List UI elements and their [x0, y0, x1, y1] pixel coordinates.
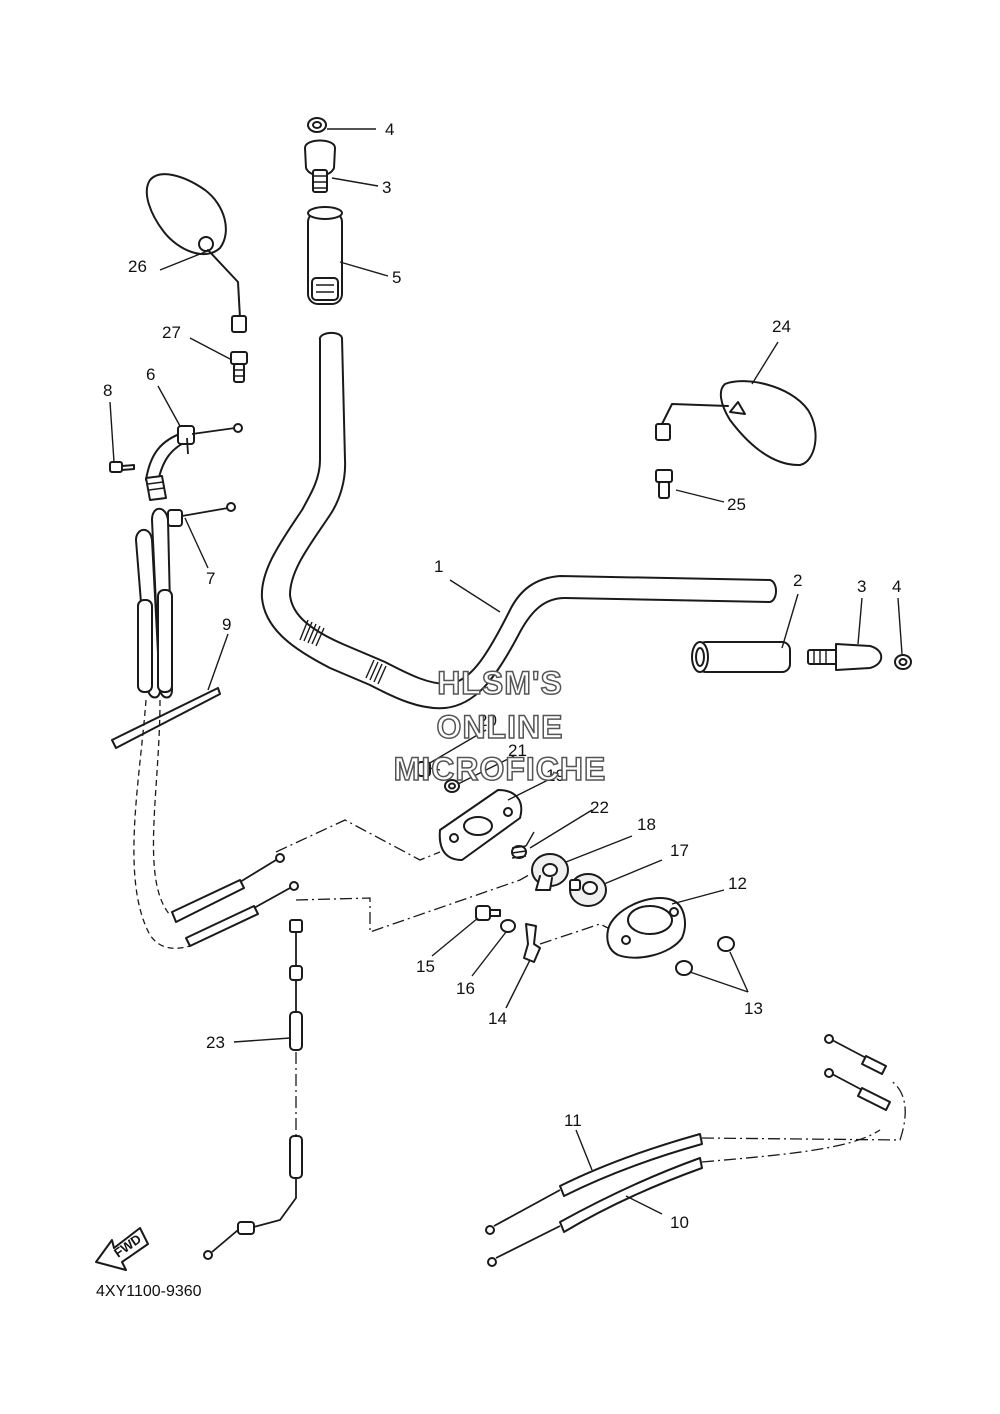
callout-4-top: 4: [385, 120, 394, 139]
bolt-8[interactable]: [109, 461, 135, 473]
pulley-18[interactable]: [531, 853, 569, 891]
nut-13a[interactable]: [717, 936, 735, 952]
callout-17: 17: [670, 841, 689, 860]
grip-right[interactable]: [691, 641, 791, 673]
callout-10: 10: [670, 1213, 689, 1232]
callout-11: 11: [564, 1111, 582, 1130]
bar-end-weight-left[interactable]: [304, 139, 336, 193]
callout-26: 26: [128, 257, 147, 276]
mirror-right[interactable]: [655, 380, 817, 467]
leader-lines: [109, 128, 903, 1215]
cable-ends-right: [824, 1034, 891, 1111]
callout-5: 5: [392, 268, 401, 287]
watermark-line-3: MICROFICHE: [394, 751, 607, 787]
watermark-line-1: HLSM'S: [437, 665, 563, 701]
callout-3-top: 3: [382, 178, 391, 197]
watermark: HLSM'S ONLINE MICROFICHE: [393, 664, 607, 788]
callout-12: 12: [728, 874, 747, 893]
clip-14[interactable]: [523, 923, 541, 963]
cable-23[interactable]: [203, 919, 303, 1260]
callout-9: 9: [222, 615, 231, 634]
washer-16[interactable]: [500, 919, 516, 933]
throttle-cable-assembly[interactable]: [135, 423, 243, 699]
callout-16: 16: [456, 979, 475, 998]
cable-10[interactable]: [487, 1157, 703, 1267]
callout-20: 20: [478, 711, 497, 730]
callout-4-right: 4: [892, 577, 901, 596]
drawing-code: 4XY1100-9360: [96, 1283, 202, 1300]
bar-end-weight-right[interactable]: [807, 643, 883, 671]
callout-24: 24: [772, 317, 791, 336]
nut-right[interactable]: [894, 654, 912, 670]
nut-left-top[interactable]: [307, 117, 327, 133]
handlebar[interactable]: [260, 332, 777, 710]
pulley-17[interactable]: [569, 873, 607, 907]
spring-22[interactable]: [511, 831, 535, 859]
knurled-band: [299, 619, 387, 685]
fwd-arrow-icon: FWD: [95, 1227, 149, 1271]
screw-15[interactable]: [475, 905, 501, 921]
grip-left[interactable]: [307, 206, 343, 305]
screw-20[interactable]: [417, 761, 441, 777]
callout-18: 18: [637, 815, 656, 834]
callout-15: 15: [416, 957, 435, 976]
washer-21[interactable]: [444, 779, 460, 793]
callout-1: 1: [434, 557, 443, 576]
callout-22: 22: [590, 798, 609, 817]
throttle-housing-lower[interactable]: [606, 897, 686, 959]
connection-lines: [133, 699, 906, 1163]
mirror-adapter-right[interactable]: [655, 469, 673, 499]
mirror-left[interactable]: [145, 173, 247, 333]
callout-2: 2: [793, 571, 802, 590]
callout-14: 14: [488, 1009, 507, 1028]
cable-tie-9[interactable]: [111, 687, 221, 749]
callout-19: 19: [546, 766, 565, 785]
callout-25: 25: [727, 495, 746, 514]
callout-21: 21: [508, 741, 527, 760]
throttle-housing-upper[interactable]: [438, 789, 523, 861]
callout-7: 7: [206, 569, 215, 588]
callout-labels: 4 3 5 26 27 6 8 7 9 1 2 3 4 24 25 20 21 …: [103, 120, 901, 1232]
callout-3-right: 3: [857, 577, 866, 596]
callout-6: 6: [146, 365, 155, 384]
mirror-adapter-left[interactable]: [230, 351, 248, 383]
watermark-line-2: ONLINE: [437, 709, 564, 745]
cable-11[interactable]: [485, 1133, 703, 1235]
callout-27: 27: [162, 323, 181, 342]
nut-13b[interactable]: [675, 960, 693, 976]
callout-8: 8: [103, 381, 112, 400]
callout-23: 23: [206, 1033, 225, 1052]
cable-ends-left: [171, 853, 299, 947]
callout-13: 13: [744, 999, 763, 1018]
